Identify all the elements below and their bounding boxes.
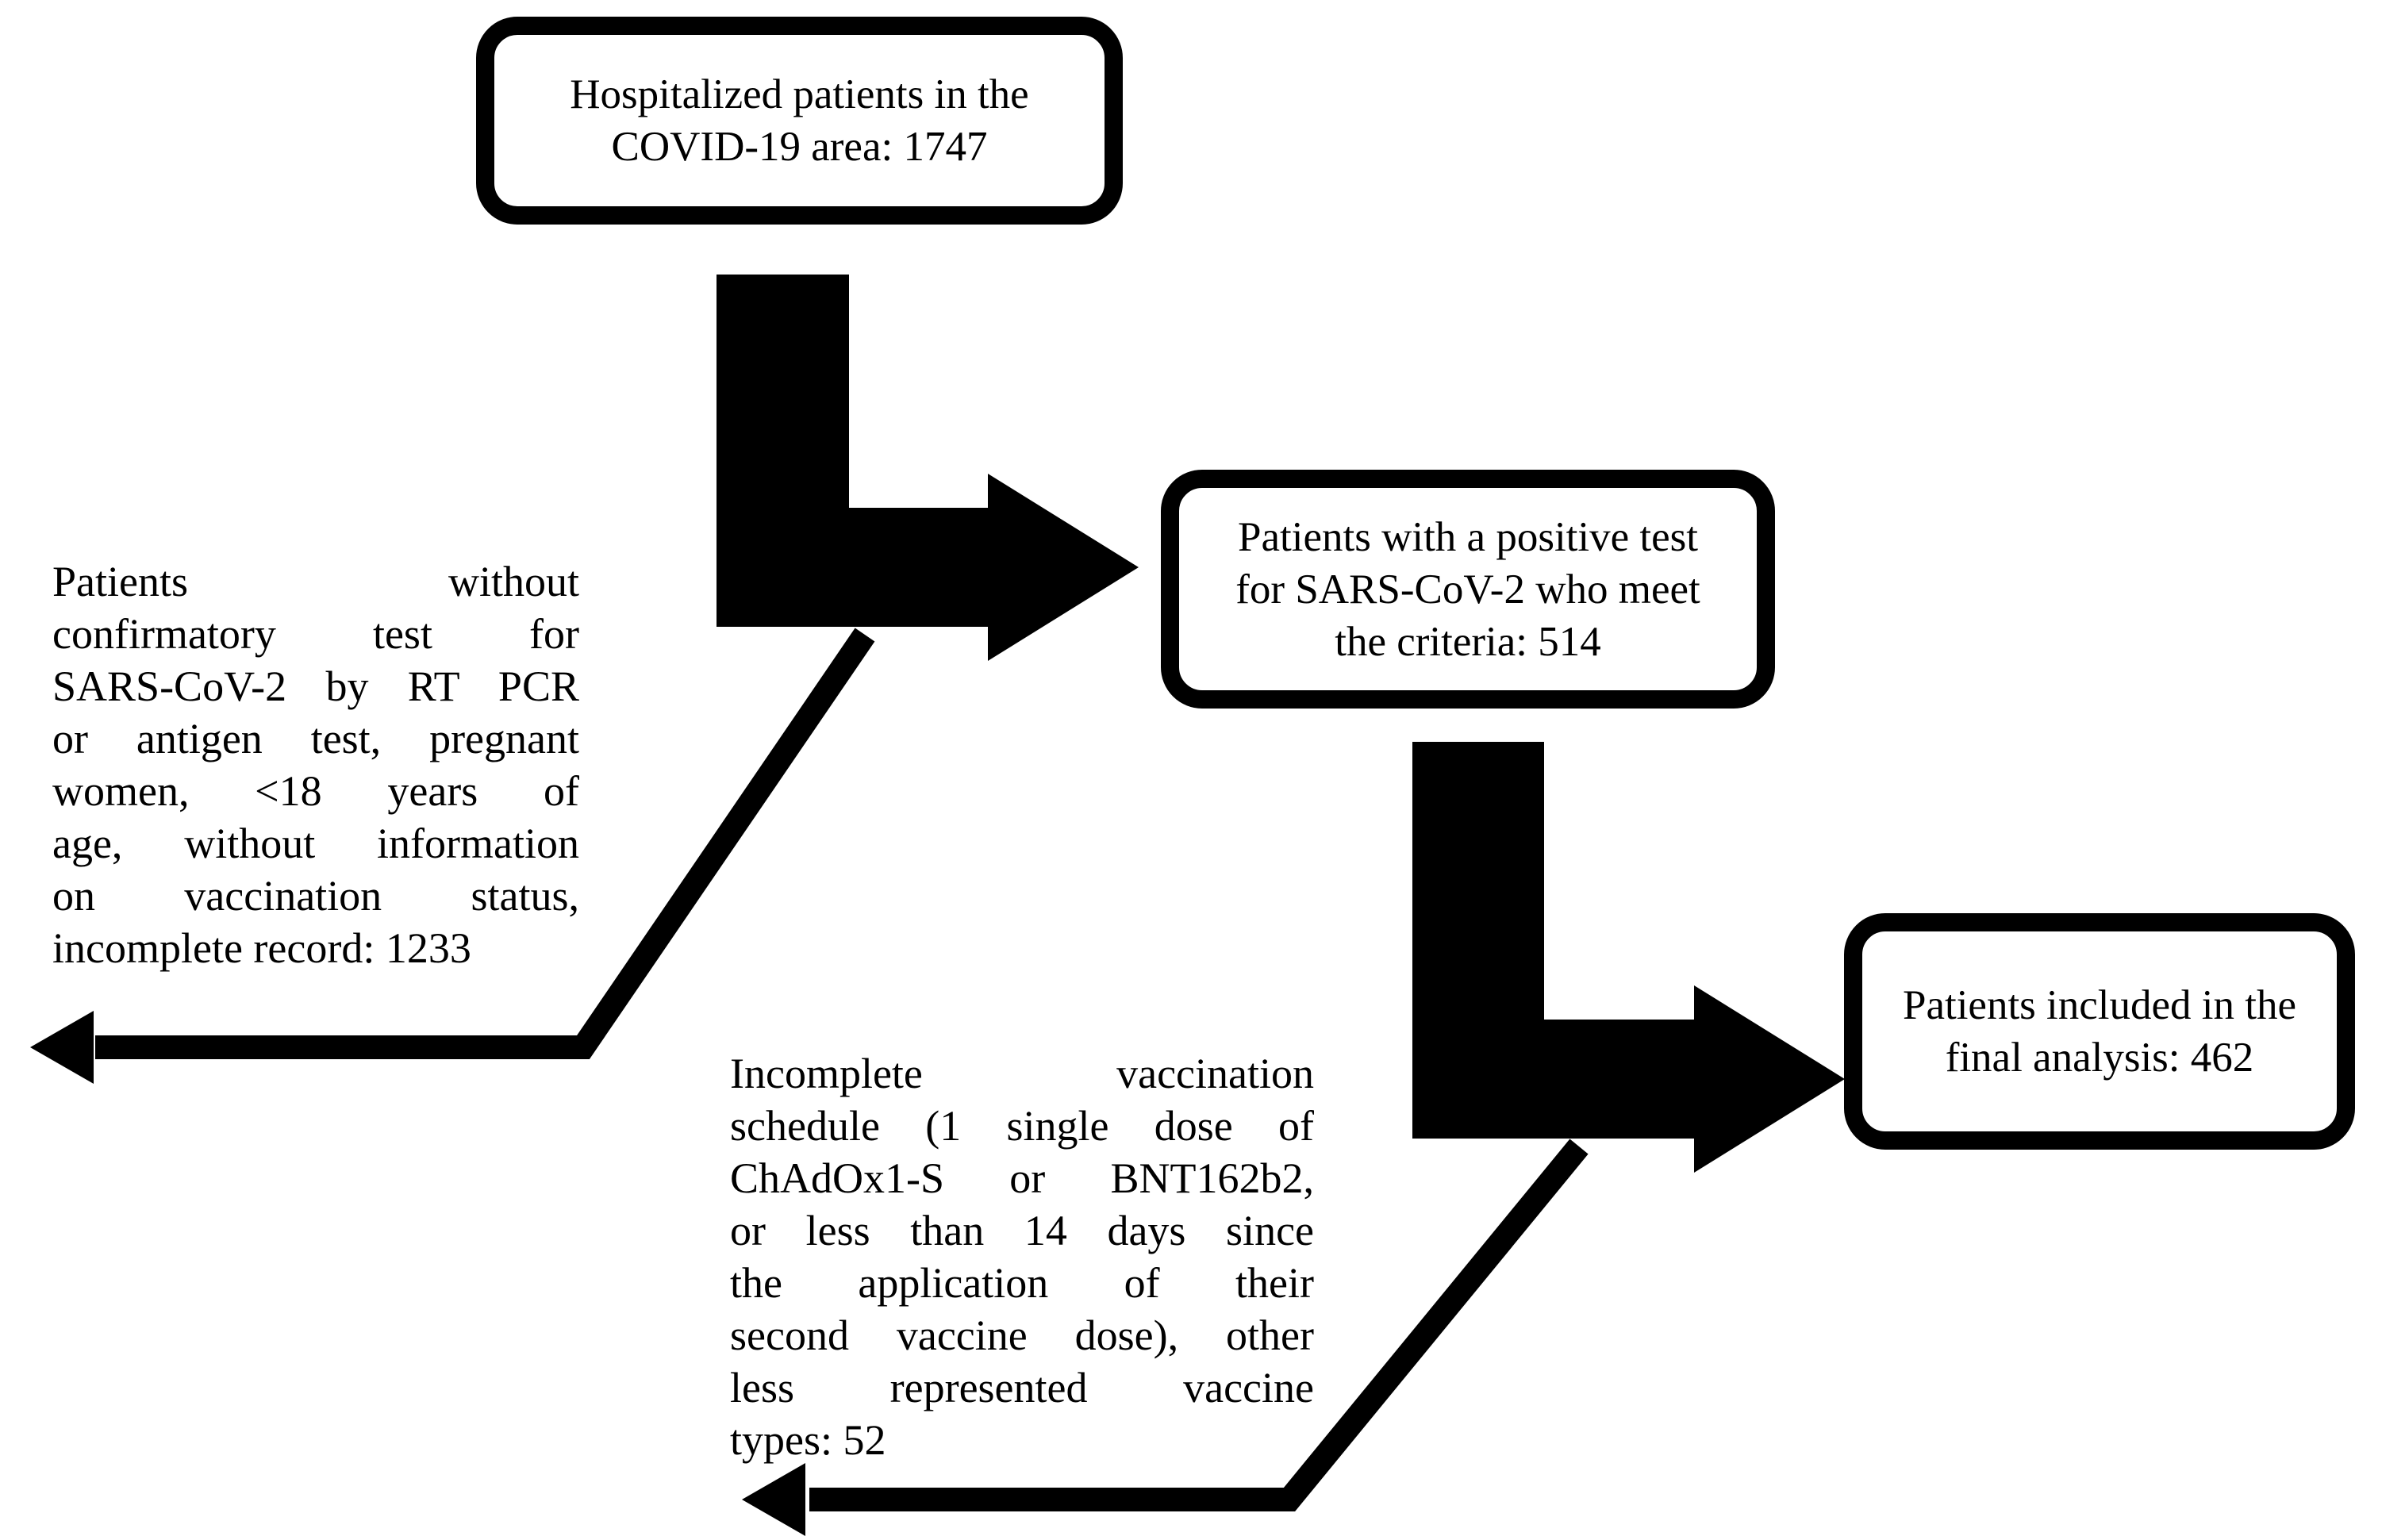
exclusion-text-line: less represented vaccine [730,1364,1314,1411]
exclusion-text-line: on vaccination status, [52,872,579,920]
arrow-head-left-icon [742,1463,805,1536]
box-text-line: final analysis: 462 [1945,1035,2254,1081]
exclusion-text-line: women, <18 years of [52,767,579,815]
exclusion-text-line: or antigen test, pregnant [52,715,579,762]
exclusion-text-line: types: 52 [730,1416,886,1464]
flow-box-positive-test-patients: Patients with a positive test for SARS-C… [1161,470,1775,709]
exclusion-text-line: the application of their [730,1259,1314,1307]
arrow-head-left-icon [30,1011,94,1084]
arrow-head-right-icon [988,474,1139,661]
flow-box-hospitalized-patients: Hospitalized patients in the COVID-19 ar… [476,17,1123,225]
arrow-head-right-icon [1694,985,1845,1173]
exclusion-text-line: ChAdOx1-S or BNT162b2, [730,1154,1314,1202]
exclusion-text-first: Patients without confirmatory test for S… [52,555,579,974]
exclusion-text-line: schedule (1 single dose of [730,1102,1314,1150]
exclusion-text-line: or less than 14 days since [730,1207,1314,1254]
exclusion-arrow-line [809,1139,1589,1511]
exclusion-arrow-2 [742,1139,1589,1536]
box-text-line: Patients included in the [1902,982,2297,1028]
exclusion-arrow-line [95,628,875,1059]
box-text-line: COVID-19 area: 1747 [611,124,988,170]
box-text-line: for SARS-CoV-2 who meet [1235,566,1700,613]
box-text-line: Patients with a positive test [1238,513,1698,560]
box-text-line: Hospitalized patients in the [570,71,1029,117]
exclusion-text-line: SARS-CoV-2 by RT PCR [52,662,579,710]
exclusion-arrow-1 [30,628,875,1084]
exclusion-text-line: confirmatory test for [52,610,579,658]
exclusion-text-line: second vaccine dose), other [730,1311,1314,1359]
exclusion-text-line: incomplete record: 1233 [52,924,471,972]
exclusion-text-line: Patients without [52,558,579,605]
exclusion-text-line: age, without information [52,820,579,867]
box-text-line: the criteria: 514 [1335,618,1601,665]
flow-box-final-analysis-patients: Patients included in the final analysis:… [1844,913,2355,1150]
exclusion-text-second: Incomplete vaccination schedule (1 singl… [730,1047,1314,1466]
exclusion-text-line: Incomplete vaccination [730,1050,1314,1097]
arrow-horizontal-bar [717,508,990,627]
arrow-horizontal-bar [1412,1020,1696,1139]
